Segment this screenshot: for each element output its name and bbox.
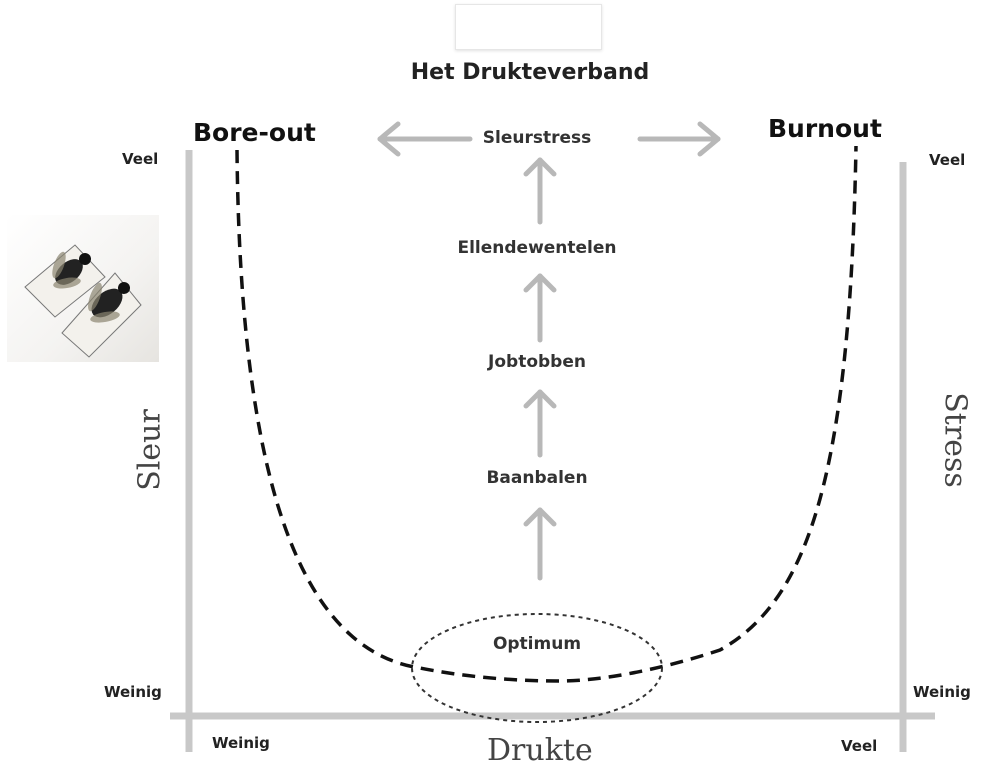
- up-arrow-2: [523, 389, 557, 458]
- left-axis-bottom: Weinig: [104, 683, 162, 701]
- step-baanbalen: Baanbalen: [486, 468, 588, 488]
- burnout-label: Burnout: [768, 114, 882, 143]
- x-axis-label: Drukte: [487, 733, 593, 768]
- up-arrow-3: [523, 273, 557, 343]
- up-arrow-4: [523, 157, 557, 225]
- diagram-title: Het Drukteverband: [410, 60, 650, 85]
- title-card: [455, 4, 602, 50]
- right-axis-label: Stress: [937, 392, 973, 488]
- optimum-label: Optimum: [492, 634, 582, 654]
- sleurstress-label: Sleurstress: [482, 128, 592, 148]
- right-arrow: [637, 121, 721, 157]
- step-jobtobben: Jobtobben: [488, 352, 586, 372]
- fly-icon: [88, 282, 130, 323]
- fly-icon: [52, 251, 91, 289]
- up-arrow-1: [523, 507, 557, 581]
- x-axis-right: Veel: [841, 737, 878, 755]
- left-arrow: [377, 121, 473, 157]
- right-axis-top: Veel: [929, 151, 966, 169]
- flies-photo: [7, 215, 159, 362]
- u-curve: [235, 145, 858, 683]
- flies-illustration: [24, 244, 142, 358]
- left-axis-top: Veel: [122, 150, 159, 168]
- x-axis-left: Weinig: [212, 734, 270, 752]
- optimum-ellipse: [411, 613, 663, 723]
- up-arrows: [523, 157, 557, 581]
- right-axis-bottom: Weinig: [913, 683, 971, 701]
- left-axis-label: Sleur: [132, 409, 168, 491]
- bore-out-label: Bore-out: [193, 118, 316, 147]
- step-ellendewentelen: Ellendewentelen: [457, 238, 617, 258]
